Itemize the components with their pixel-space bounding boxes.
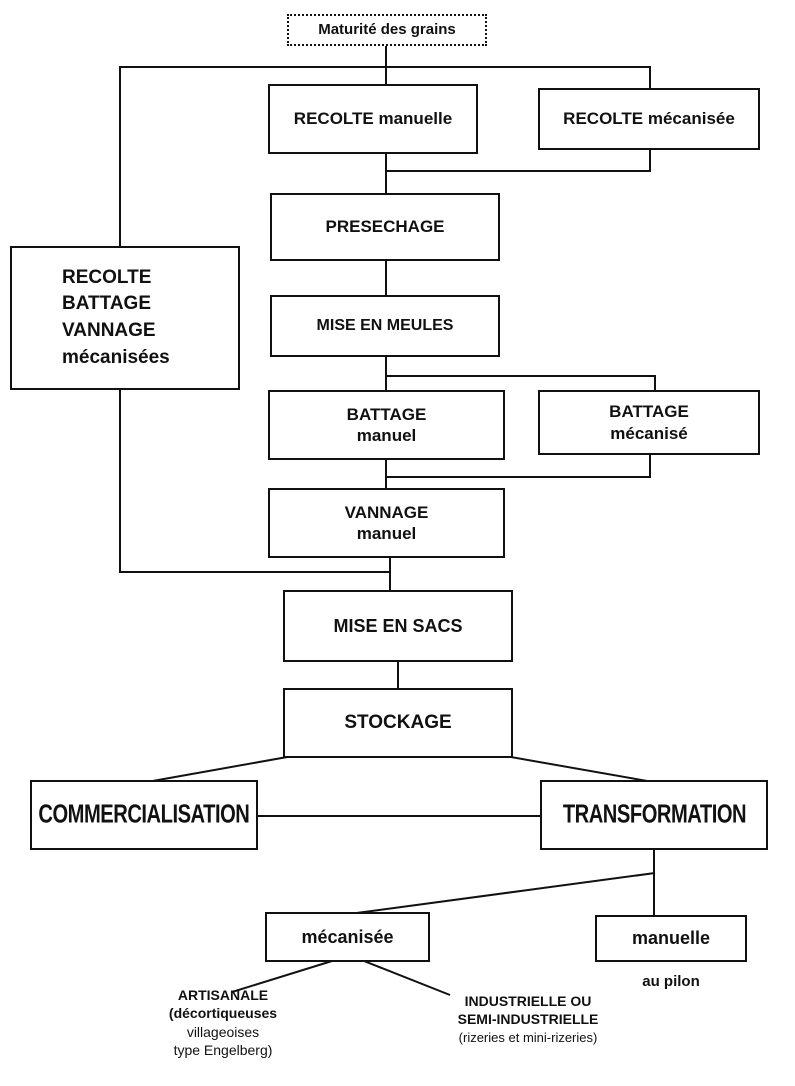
node-label: RECOLTE mécanisée — [563, 109, 735, 129]
node-commercialisation: COMMERCIALISATION — [30, 780, 258, 850]
node-label: mécanisée — [301, 926, 394, 947]
node-recolte-manuelle: RECOLTE manuelle — [268, 84, 478, 154]
node-label-line2: manuel — [356, 426, 417, 445]
node-battage-manuel: BATTAGE manuel — [268, 390, 505, 460]
label-artisanale-line1: ARTISANALE — [177, 987, 269, 1003]
node-label-line2: BATTAGE — [62, 293, 152, 315]
node-mise-en-meules: MISE EN MEULES — [270, 295, 500, 357]
node-manuelle: manuelle — [595, 915, 747, 962]
node-label: MISE EN MEULES — [316, 317, 454, 334]
node-battage-mecanise: BATTAGE mécanisé — [538, 390, 760, 455]
label-artisanale-block: ARTISANALE (décortiqueuses villageoises … — [138, 986, 308, 1060]
node-label: TRANSFORMATION — [562, 800, 746, 829]
label-artisanale-line2: (décortiqueuses — [168, 1005, 278, 1022]
label-artisanale-line4: type Engelberg) — [173, 1042, 273, 1059]
node-label-line4: mécanisées — [62, 346, 170, 368]
node-label: STOCKAGE — [344, 712, 452, 734]
node-label-line2: mécanisé — [610, 423, 688, 443]
node-label-line1: VANNAGE — [344, 502, 429, 522]
node-label-line1: BATTAGE — [346, 404, 427, 424]
node-recolte-mecanisee: RECOLTE mécanisée — [538, 88, 760, 150]
node-mise-en-sacs: MISE EN SACS — [283, 590, 513, 662]
node-label-line2: manuel — [356, 524, 417, 543]
node-label: COMMERCIALISATION — [38, 800, 250, 829]
node-stockage: STOCKAGE — [283, 688, 513, 758]
label-au-pilon: au pilon — [642, 973, 700, 990]
label-industrielle-line1: INDUSTRIELLE OU — [464, 993, 592, 1009]
node-presechage: PRESECHAGE — [270, 193, 500, 261]
node-label-line3: VANNAGE — [62, 320, 156, 341]
node-label: RECOLTE manuelle — [293, 109, 453, 129]
label-industrielle-line2: SEMI-INDUSTRIELLE — [457, 1011, 599, 1028]
node-label: Maturité des grains — [318, 20, 456, 38]
node-label-line1: BATTAGE — [609, 402, 689, 422]
node-label-line1: RECOLTE — [62, 266, 152, 288]
label-artisanale-line3: villageoises — [186, 1023, 260, 1040]
node-transformation: TRANSFORMATION — [540, 780, 768, 850]
node-recolte-battage-vannage-mecanisees: RECOLTE BATTAGE VANNAGE mécanisées — [10, 246, 240, 390]
node-vannage-manuel: VANNAGE manuel — [268, 488, 505, 558]
node-maturite-des-grains: Maturité des grains — [287, 14, 487, 46]
node-label: MISE EN SACS — [333, 615, 463, 636]
node-mecanisee: mécanisée — [265, 912, 430, 962]
node-label: manuelle — [631, 928, 711, 949]
node-label: PRESECHAGE — [325, 217, 445, 237]
label-industrielle-block: INDUSTRIELLE OU SEMI-INDUSTRIELLE (rizer… — [418, 992, 638, 1046]
label-industrielle-line3: (rizeries et mini-rizeries) — [458, 1029, 598, 1045]
